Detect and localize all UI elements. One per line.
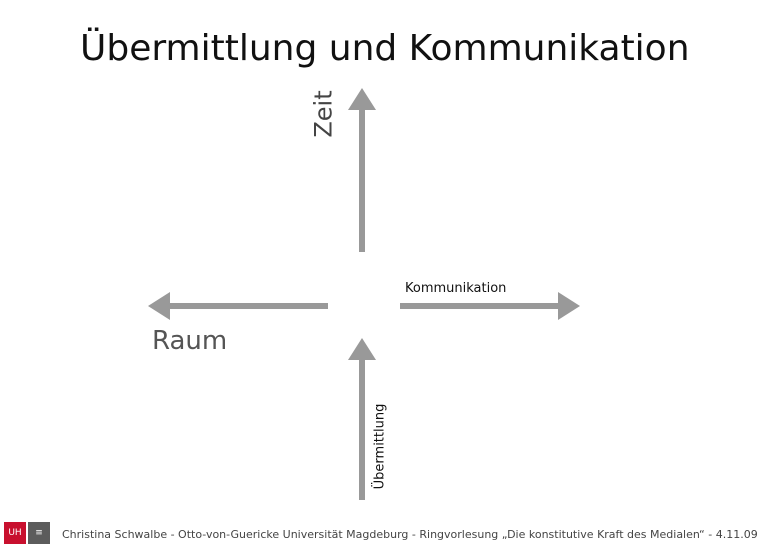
diagram [148, 88, 580, 500]
kommunikation-label: Kommunikation [405, 281, 507, 296]
kommunikation-arrow [400, 292, 580, 320]
raum-arrow [148, 292, 328, 320]
slide-title: Übermittlung und Kommunikation [80, 28, 690, 69]
uebermittlung-label: Übermittlung [372, 403, 388, 490]
footer: UH ≡ Christina Schwalbe - Otto-von-Gueri… [0, 516, 758, 546]
faculty-logo-icon: ≡ [28, 522, 50, 544]
footer-text: Christina Schwalbe - Otto-von-Guericke U… [62, 528, 758, 541]
zeit-arrow [348, 88, 376, 252]
university-logo-icon: UH [4, 522, 26, 544]
uebermittlung-arrow [348, 338, 376, 500]
zeit-label: Zeit [309, 90, 338, 138]
raum-label: Raum [152, 326, 228, 356]
